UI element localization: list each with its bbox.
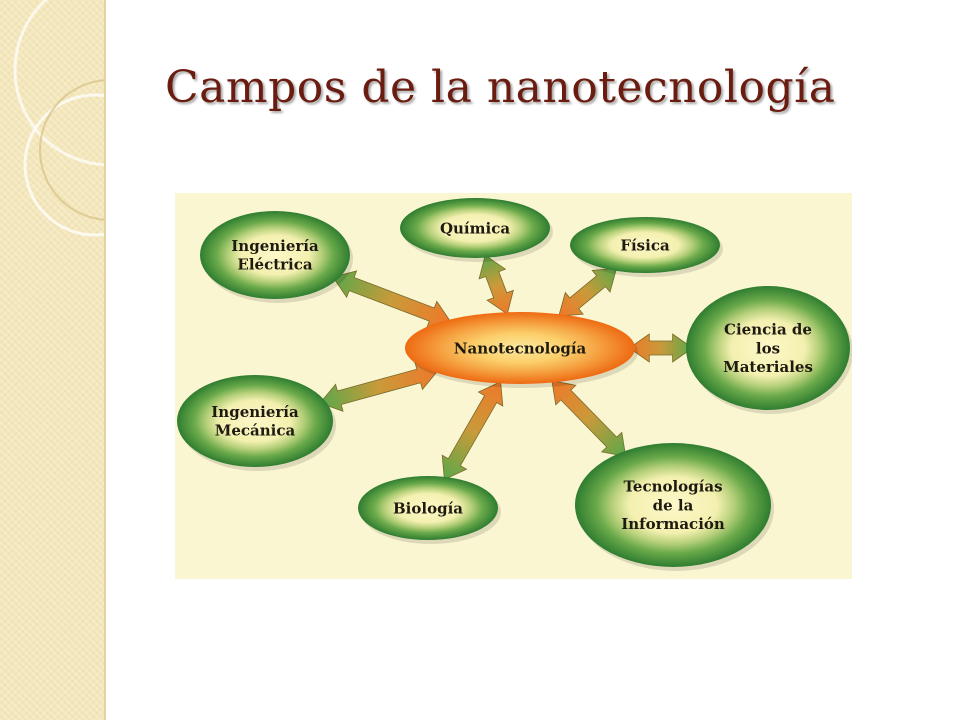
node-ciencia-materiales-label-1: Ciencia de: [724, 321, 812, 339]
node-ingenieria-electrica-label-2: Eléctrica: [237, 256, 312, 274]
diagram-canvas: NanotecnologíaIngenieríaEléctricaQuímica…: [175, 193, 852, 579]
node-ciencia-materiales-label-2: los: [756, 339, 780, 357]
node-biologia-label-1: Biología: [393, 499, 463, 517]
node-fisica-label-1: Física: [620, 236, 670, 254]
node-biologia: Biología: [358, 476, 501, 544]
slide-title: Campos de la nanotecnología: [165, 62, 836, 113]
node-ingenieria-electrica-label-1: Ingeniería: [231, 237, 319, 255]
node-quimica-label-1: Química: [440, 219, 510, 237]
node-tecnologias-informacion-label-2: de la: [653, 496, 694, 514]
node-ingenieria-mecanica-label-1: Ingeniería: [211, 403, 299, 421]
node-fisica: Física: [570, 217, 723, 277]
decorative-side-strip: [0, 0, 105, 720]
node-ingenieria-mecanica-label-2: Mecánica: [215, 422, 296, 440]
center-node-nanotecnologia-label-1: Nanotecnología: [454, 339, 587, 357]
decorative-circles: [13, 0, 105, 237]
node-tecnologias-informacion-label-3: Información: [621, 515, 725, 533]
node-tecnologias-informacion-label-1: Tecnologías: [623, 478, 722, 496]
side-strip-edge: [104, 0, 106, 720]
node-ciencia-materiales-label-3: Materiales: [723, 358, 813, 376]
center-node-nanotecnologia: Nanotecnología: [405, 312, 638, 388]
node-quimica: Química: [400, 198, 553, 262]
